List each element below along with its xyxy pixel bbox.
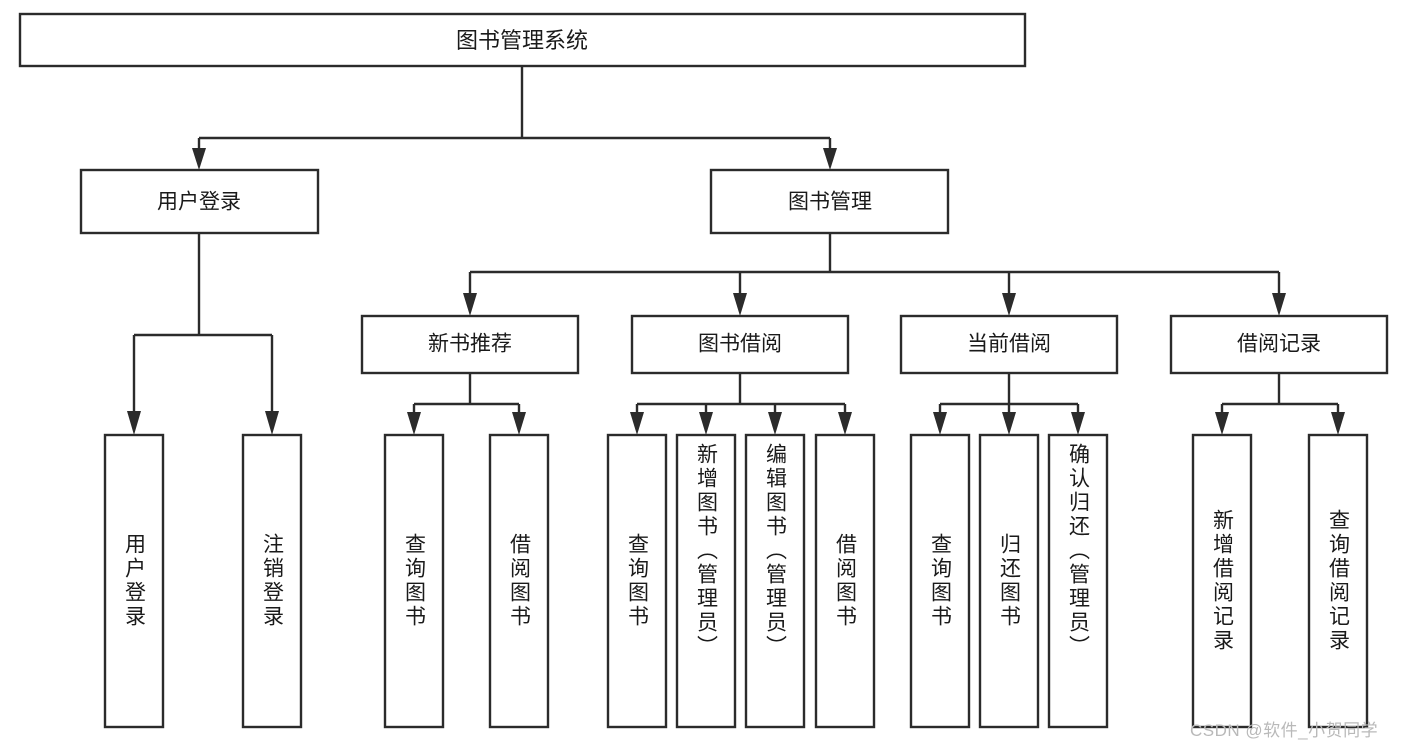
connector-group-book-mgmt [463, 233, 1286, 316]
node-user-login[interactable]: 用户登录 [79, 168, 320, 235]
leaf-box-new-book-0[interactable] [383, 433, 445, 729]
arrow-head-leaf-book-borrow-0 [630, 412, 644, 435]
leaf-box-user-login-1[interactable] [241, 433, 303, 729]
arrow-head-leaf-current-borrow-2 [1071, 412, 1085, 435]
node-book-borrow-label: 图书借阅 [698, 333, 782, 356]
node-book-borrow[interactable]: 图书借阅 [630, 314, 850, 375]
node-book-management-box[interactable] [709, 168, 950, 235]
arrow-head-leaf-book-borrow-1 [699, 412, 713, 435]
leaf-box-book-borrow-0[interactable] [606, 433, 668, 729]
arrow-head-leaf-user-login-0 [127, 411, 141, 435]
node-book-management[interactable]: 图书管理 [709, 168, 950, 235]
node-borrow-record[interactable]: 借阅记录 [1169, 314, 1389, 375]
leaf-box-current-borrow-2[interactable] [1047, 433, 1109, 729]
connector-group-root [192, 66, 837, 170]
arrow-head-l2-book-borrow [733, 293, 747, 316]
arrow-head-leaf-new-book-1 [512, 412, 526, 435]
arrow-head-l2-new-book [463, 293, 477, 316]
leaf-box-book-borrow-2[interactable] [744, 433, 806, 729]
node-book-management-label: 图书管理 [788, 191, 872, 214]
watermark-text: CSDN @软件_小贺同学 [1190, 721, 1379, 740]
node-root-box[interactable] [18, 12, 1027, 68]
node-user-login-label: 用户登录 [157, 191, 241, 214]
node-root-label: 图书管理系统 [456, 28, 588, 53]
node-current-borrow-box[interactable] [899, 314, 1119, 375]
leaf-box-current-borrow-1[interactable] [978, 433, 1040, 729]
connector-group-borrow-record [1215, 373, 1345, 435]
leaf-box-current-borrow-0[interactable] [909, 433, 971, 729]
arrow-head-leaf-current-borrow-0 [933, 412, 947, 435]
node-root[interactable]: 图书管理系统 [18, 12, 1027, 68]
node-new-book-recommend[interactable]: 新书推荐 [360, 314, 580, 375]
node-current-borrow[interactable]: 当前借阅 [899, 314, 1119, 375]
leaf-box-book-borrow-3[interactable] [814, 433, 876, 729]
node-book-borrow-box[interactable] [630, 314, 850, 375]
arrow-head-leaf-book-borrow-2 [768, 412, 782, 435]
arrow-head-leaf-user-login-1 [265, 411, 279, 435]
node-new-book-recommend-box[interactable] [360, 314, 580, 375]
node-borrow-record-label: 借阅记录 [1237, 333, 1321, 356]
node-borrow-record-box[interactable] [1169, 314, 1389, 375]
arrow-head-l2-current-borrow [1002, 293, 1016, 316]
arrow-head-leaf-borrow-record-0 [1215, 412, 1229, 435]
connector-group-user-login [127, 233, 279, 435]
node-user-login-box[interactable] [79, 168, 320, 235]
connector-group-book-borrow [630, 373, 852, 435]
arrow-head-leaf-new-book-0 [407, 412, 421, 435]
leaf-box-borrow-record-0[interactable] [1191, 433, 1253, 729]
arrow-head-leaf-current-borrow-1 [1002, 412, 1016, 435]
node-current-borrow-label: 当前借阅 [967, 333, 1051, 356]
leaf-box-user-login-0[interactable] [103, 433, 165, 729]
arrow-head-user-login [192, 148, 206, 170]
arrow-head-leaf-book-borrow-3 [838, 412, 852, 435]
arrow-head-l2-borrow-record [1272, 293, 1286, 316]
node-new-book-recommend-label: 新书推荐 [428, 333, 512, 356]
leaf-box-new-book-1[interactable] [488, 433, 550, 729]
leaf-box-book-borrow-1[interactable] [675, 433, 737, 729]
arrow-head-leaf-borrow-record-1 [1331, 412, 1345, 435]
connector-group-current-borrow [933, 373, 1085, 435]
leaf-box-borrow-record-1[interactable] [1307, 433, 1369, 729]
connector-group-new-book [407, 373, 526, 435]
arrow-head-book-mgmt [823, 148, 837, 170]
